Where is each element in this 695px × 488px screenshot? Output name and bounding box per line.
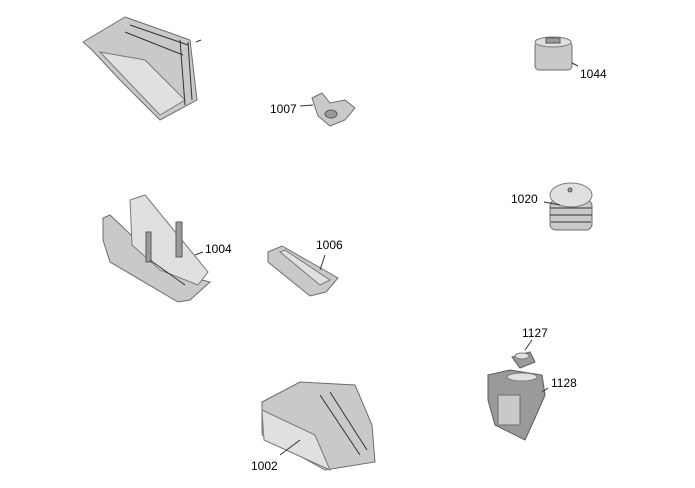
part-cover-top	[82, 16, 202, 121]
part-label-1002: 1002	[251, 459, 278, 473]
part-label-1007: 1007	[270, 102, 297, 116]
part-1020	[543, 182, 593, 231]
part-label-1020: 1020	[511, 192, 538, 206]
part-label-1127: 1127	[522, 326, 548, 340]
part-1007	[299, 92, 356, 127]
part-label-1004: 1004	[205, 242, 232, 256]
part-label-1006: 1006	[316, 238, 343, 252]
part-1006	[267, 245, 339, 297]
part-label-1044: 1044	[580, 67, 607, 81]
part-1128	[487, 369, 549, 441]
part-1044	[534, 36, 579, 71]
part-1002	[261, 381, 376, 471]
part-1004	[102, 194, 212, 303]
part-1127	[511, 339, 536, 369]
part-label-1128: 1128	[551, 376, 577, 390]
